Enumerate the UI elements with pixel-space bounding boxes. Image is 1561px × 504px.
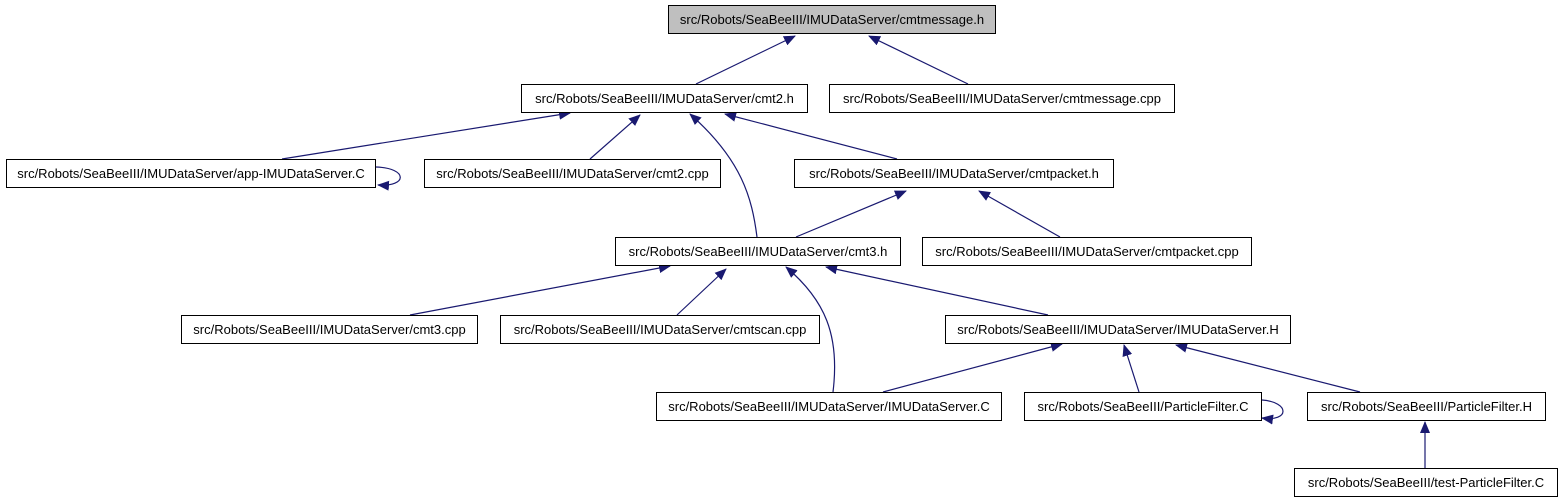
node-particlefilter-h[interactable]: src/Robots/SeaBeeIII/ParticleFilter.H <box>1307 392 1546 421</box>
node-particlefilter-c[interactable]: src/Robots/SeaBeeIII/ParticleFilter.C <box>1024 392 1262 421</box>
edge-cmt3-h-to-cmtpacket-h <box>795 190 907 238</box>
node-cmtpacket-h[interactable]: src/Robots/SeaBeeIII/IMUDataServer/cmtpa… <box>794 159 1114 188</box>
edge-app-imu-to-app-imu <box>375 166 401 191</box>
node-cmt2-cpp[interactable]: src/Robots/SeaBeeIII/IMUDataServer/cmt2.… <box>424 159 721 188</box>
edge-cmt3-cpp-to-cmt3-h <box>409 263 671 316</box>
edge-imu-C-to-imu-H <box>882 342 1063 393</box>
edge-cmtpacket-h-to-cmt2-h <box>724 111 898 160</box>
node-cmtpacket-cpp[interactable]: src/Robots/SeaBeeIII/IMUDataServer/cmtpa… <box>922 237 1252 266</box>
node-imudataserver-c[interactable]: src/Robots/SeaBeeIII/IMUDataServer/IMUDa… <box>656 392 1002 421</box>
node-cmt3-cpp[interactable]: src/Robots/SeaBeeIII/IMUDataServer/cmt3.… <box>181 315 478 344</box>
edge-app-imu-to-cmt2-h <box>281 109 571 160</box>
edge-cmtpacket-cpp-to-cmtpacket-h <box>978 190 1061 238</box>
edge-cmt3-h-to-cmt2-h <box>689 113 758 238</box>
edge-cmt2-h-to-cmtmessage-h <box>695 35 796 85</box>
node-cmt3-h[interactable]: src/Robots/SeaBeeIII/IMUDataServer/cmt3.… <box>615 237 901 266</box>
edge-pf-H-to-imu-H <box>1175 342 1361 393</box>
node-imudataserver-h[interactable]: src/Robots/SeaBeeIII/IMUDataServer/IMUDa… <box>945 315 1291 344</box>
edge-pf-C-to-imu-H <box>1122 344 1140 393</box>
edge-cmtscan-cpp-to-cmt3-h <box>676 268 727 316</box>
edge-imu-H-to-cmt3-h <box>825 264 1049 316</box>
edge-pf-C-to-pf-C <box>1261 399 1284 425</box>
edge-imu-C-to-cmt3-h <box>785 266 836 393</box>
node-cmt2-h[interactable]: src/Robots/SeaBeeIII/IMUDataServer/cmt2.… <box>521 84 808 113</box>
node-cmtscan-cpp[interactable]: src/Robots/SeaBeeIII/IMUDataServer/cmtsc… <box>500 315 820 344</box>
edge-cmt2-cpp-to-cmt2-h <box>589 114 641 160</box>
node-cmtmessage-cpp[interactable]: src/Robots/SeaBeeIII/IMUDataServer/cmtme… <box>829 84 1175 113</box>
edge-cmtmessage-cpp-to-cmtmessage-h <box>868 35 969 85</box>
node-cmtmessage-h: src/Robots/SeaBeeIII/IMUDataServer/cmtme… <box>668 5 996 34</box>
node-app-imudataserver-c[interactable]: src/Robots/SeaBeeIII/IMUDataServer/app-I… <box>6 159 376 188</box>
node-test-particlefilter-c[interactable]: src/Robots/SeaBeeIII/test-ParticleFilter… <box>1294 468 1558 497</box>
